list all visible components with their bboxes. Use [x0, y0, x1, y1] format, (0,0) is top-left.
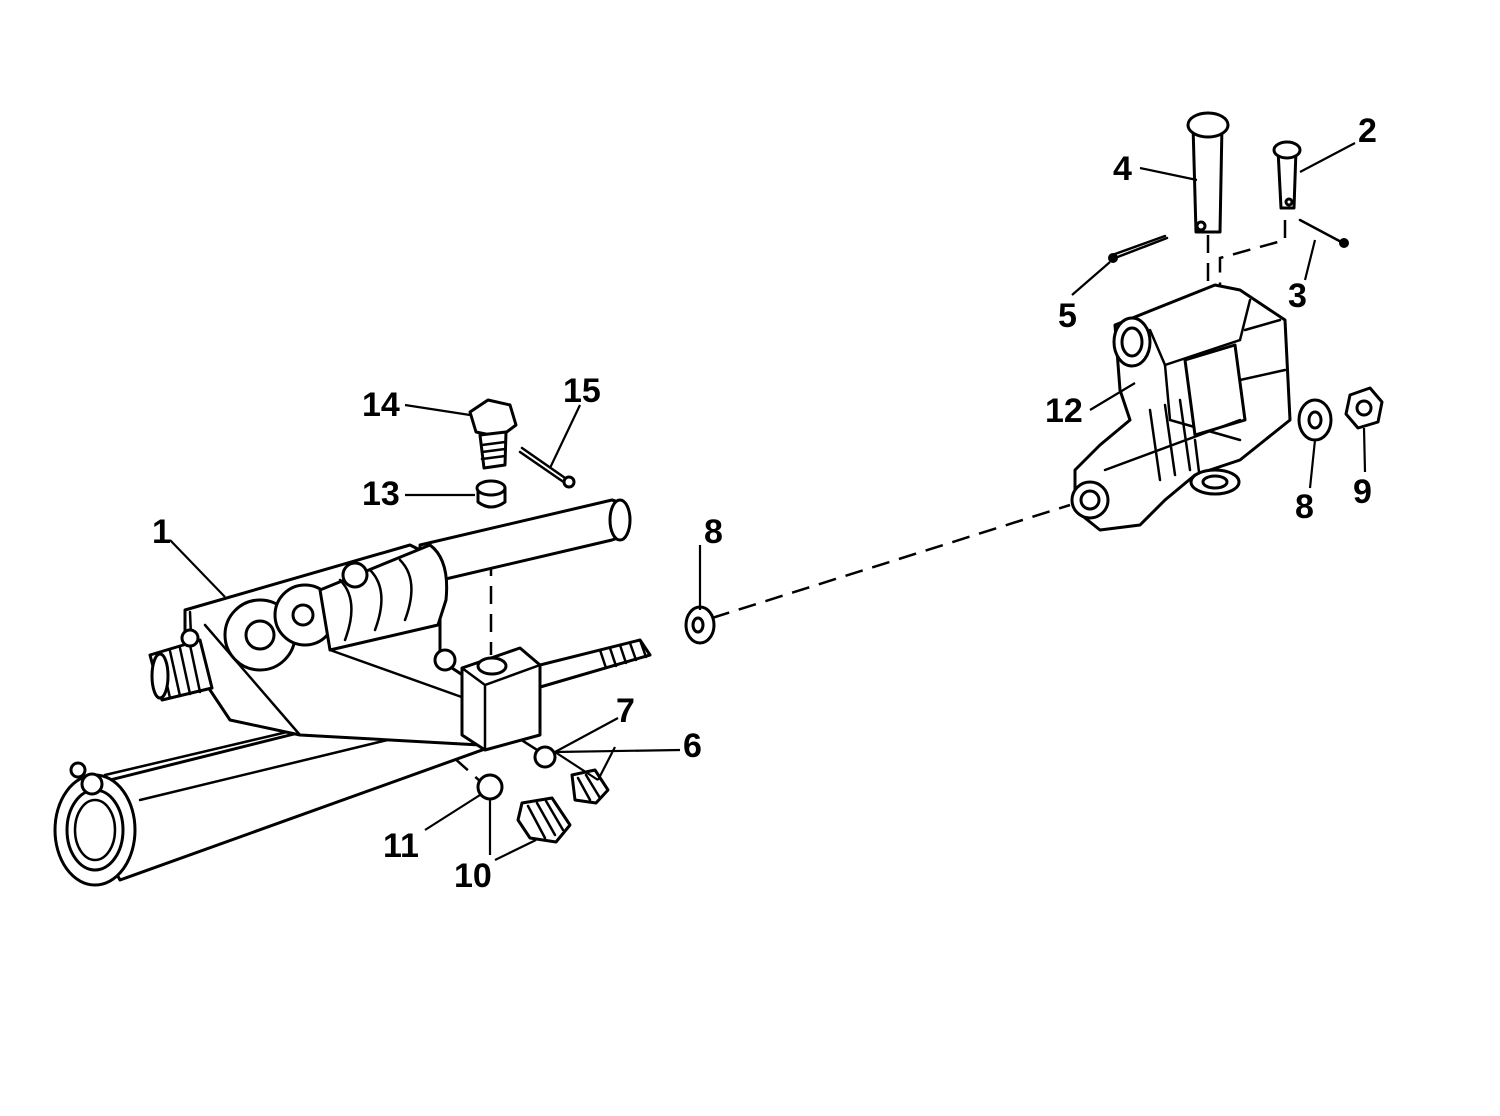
part-4-large-pin — [1186, 111, 1230, 234]
part-5-cotter-pin — [1108, 234, 1169, 263]
callout-14: 14 — [362, 386, 400, 424]
part-8-washer-right — [1297, 398, 1333, 442]
callout-6: 6 — [683, 727, 702, 765]
callout-1: 1 — [152, 513, 171, 551]
part-7-o-ring — [533, 745, 557, 769]
part-14-bolt — [468, 398, 518, 470]
callout-5: 5 — [1058, 297, 1077, 335]
callout-12: 12 — [1045, 392, 1083, 430]
callout-2: 2 — [1358, 112, 1377, 150]
callout-11: 11 — [383, 827, 419, 865]
callout-8-left: 8 — [704, 513, 723, 551]
callout-15: 15 — [563, 372, 601, 410]
part-10-fitting — [516, 796, 572, 844]
callout-8-right: 8 — [1295, 488, 1314, 526]
callout-13: 13 — [362, 475, 400, 513]
leader-lines — [169, 142, 1367, 861]
callout-10: 10 — [454, 857, 492, 895]
part-12-bracket — [1070, 283, 1292, 532]
callout-4: 4 — [1113, 150, 1132, 188]
part-3-cotter-pin — [1298, 218, 1349, 248]
part-13-bushing — [475, 479, 507, 509]
part-15-cotter-pin — [518, 446, 576, 489]
part-8-washer-left — [684, 605, 716, 645]
part-1-cylinder-assembly — [53, 498, 652, 887]
part-9-nut — [1344, 386, 1384, 430]
part-2-small-pin — [1272, 140, 1302, 210]
callout-9: 9 — [1353, 473, 1372, 511]
callout-labels: 1 2 3 4 5 6 7 8 8 9 10 11 12 13 14 15 — [152, 112, 1377, 895]
callout-3: 3 — [1288, 277, 1307, 315]
part-11-o-ring — [476, 773, 504, 801]
callout-7: 7 — [616, 692, 635, 730]
